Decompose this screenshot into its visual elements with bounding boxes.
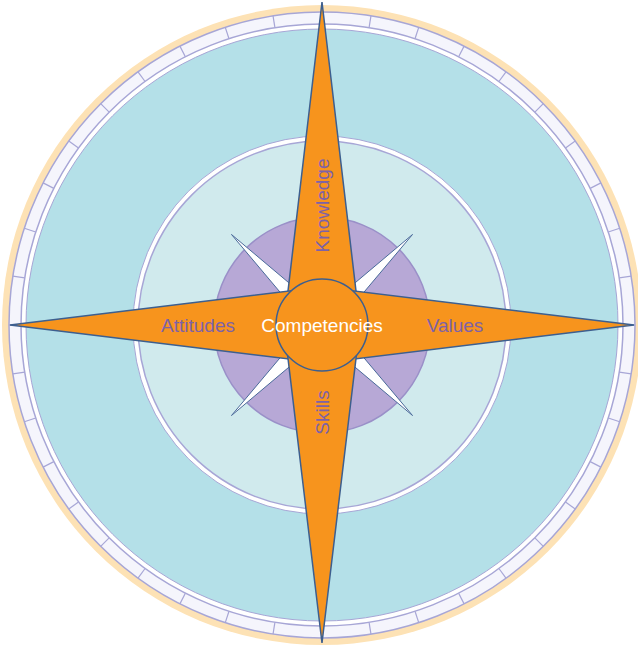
tick-mark (566, 141, 576, 148)
tick-mark (590, 183, 601, 188)
north-arm: Knowledge (284, 2, 360, 325)
tick-mark (619, 372, 631, 374)
tick-mark (459, 593, 464, 604)
tick-mark (273, 622, 275, 634)
tick-mark (535, 538, 543, 546)
south-arm: Skills (284, 325, 360, 643)
tick-mark (273, 16, 275, 28)
tick-mark (608, 228, 619, 232)
tick-mark (13, 372, 25, 374)
tick-mark (566, 502, 576, 509)
tick-mark (101, 104, 109, 112)
tick-mark (415, 27, 419, 38)
tick-mark (138, 72, 145, 82)
tick-mark (180, 46, 185, 57)
tick-mark (499, 569, 506, 579)
arm-outline (284, 2, 360, 325)
tick-mark (225, 27, 229, 38)
arm-outline (322, 287, 634, 363)
arm-outline (284, 325, 360, 643)
center-circle: Competencies (275, 278, 369, 372)
tick-mark (459, 46, 464, 57)
tick-mark (138, 569, 145, 579)
tick-mark (101, 538, 109, 546)
tick-mark (369, 622, 371, 634)
arm-label: Skills (313, 390, 332, 434)
tick-mark (13, 276, 25, 278)
tick-mark (69, 141, 79, 148)
tick-mark (24, 418, 35, 422)
tick-mark (415, 611, 419, 622)
tick-mark (69, 502, 79, 509)
tick-mark (608, 418, 619, 422)
tick-mark (43, 462, 54, 467)
tick-mark (24, 228, 35, 232)
tick-mark (535, 104, 543, 112)
arm-label: Knowledge (313, 158, 332, 252)
tick-mark (619, 276, 631, 278)
tick-mark (43, 183, 54, 188)
tick-mark (590, 462, 601, 467)
center-label: Competencies (261, 316, 382, 335)
tick-mark (225, 611, 229, 622)
arm-shape (284, 325, 360, 643)
tick-mark (369, 16, 371, 28)
tick-mark (499, 72, 506, 82)
tick-mark (180, 593, 185, 604)
arm-label: Attitudes (161, 316, 235, 335)
arm-label: Values (427, 316, 484, 335)
